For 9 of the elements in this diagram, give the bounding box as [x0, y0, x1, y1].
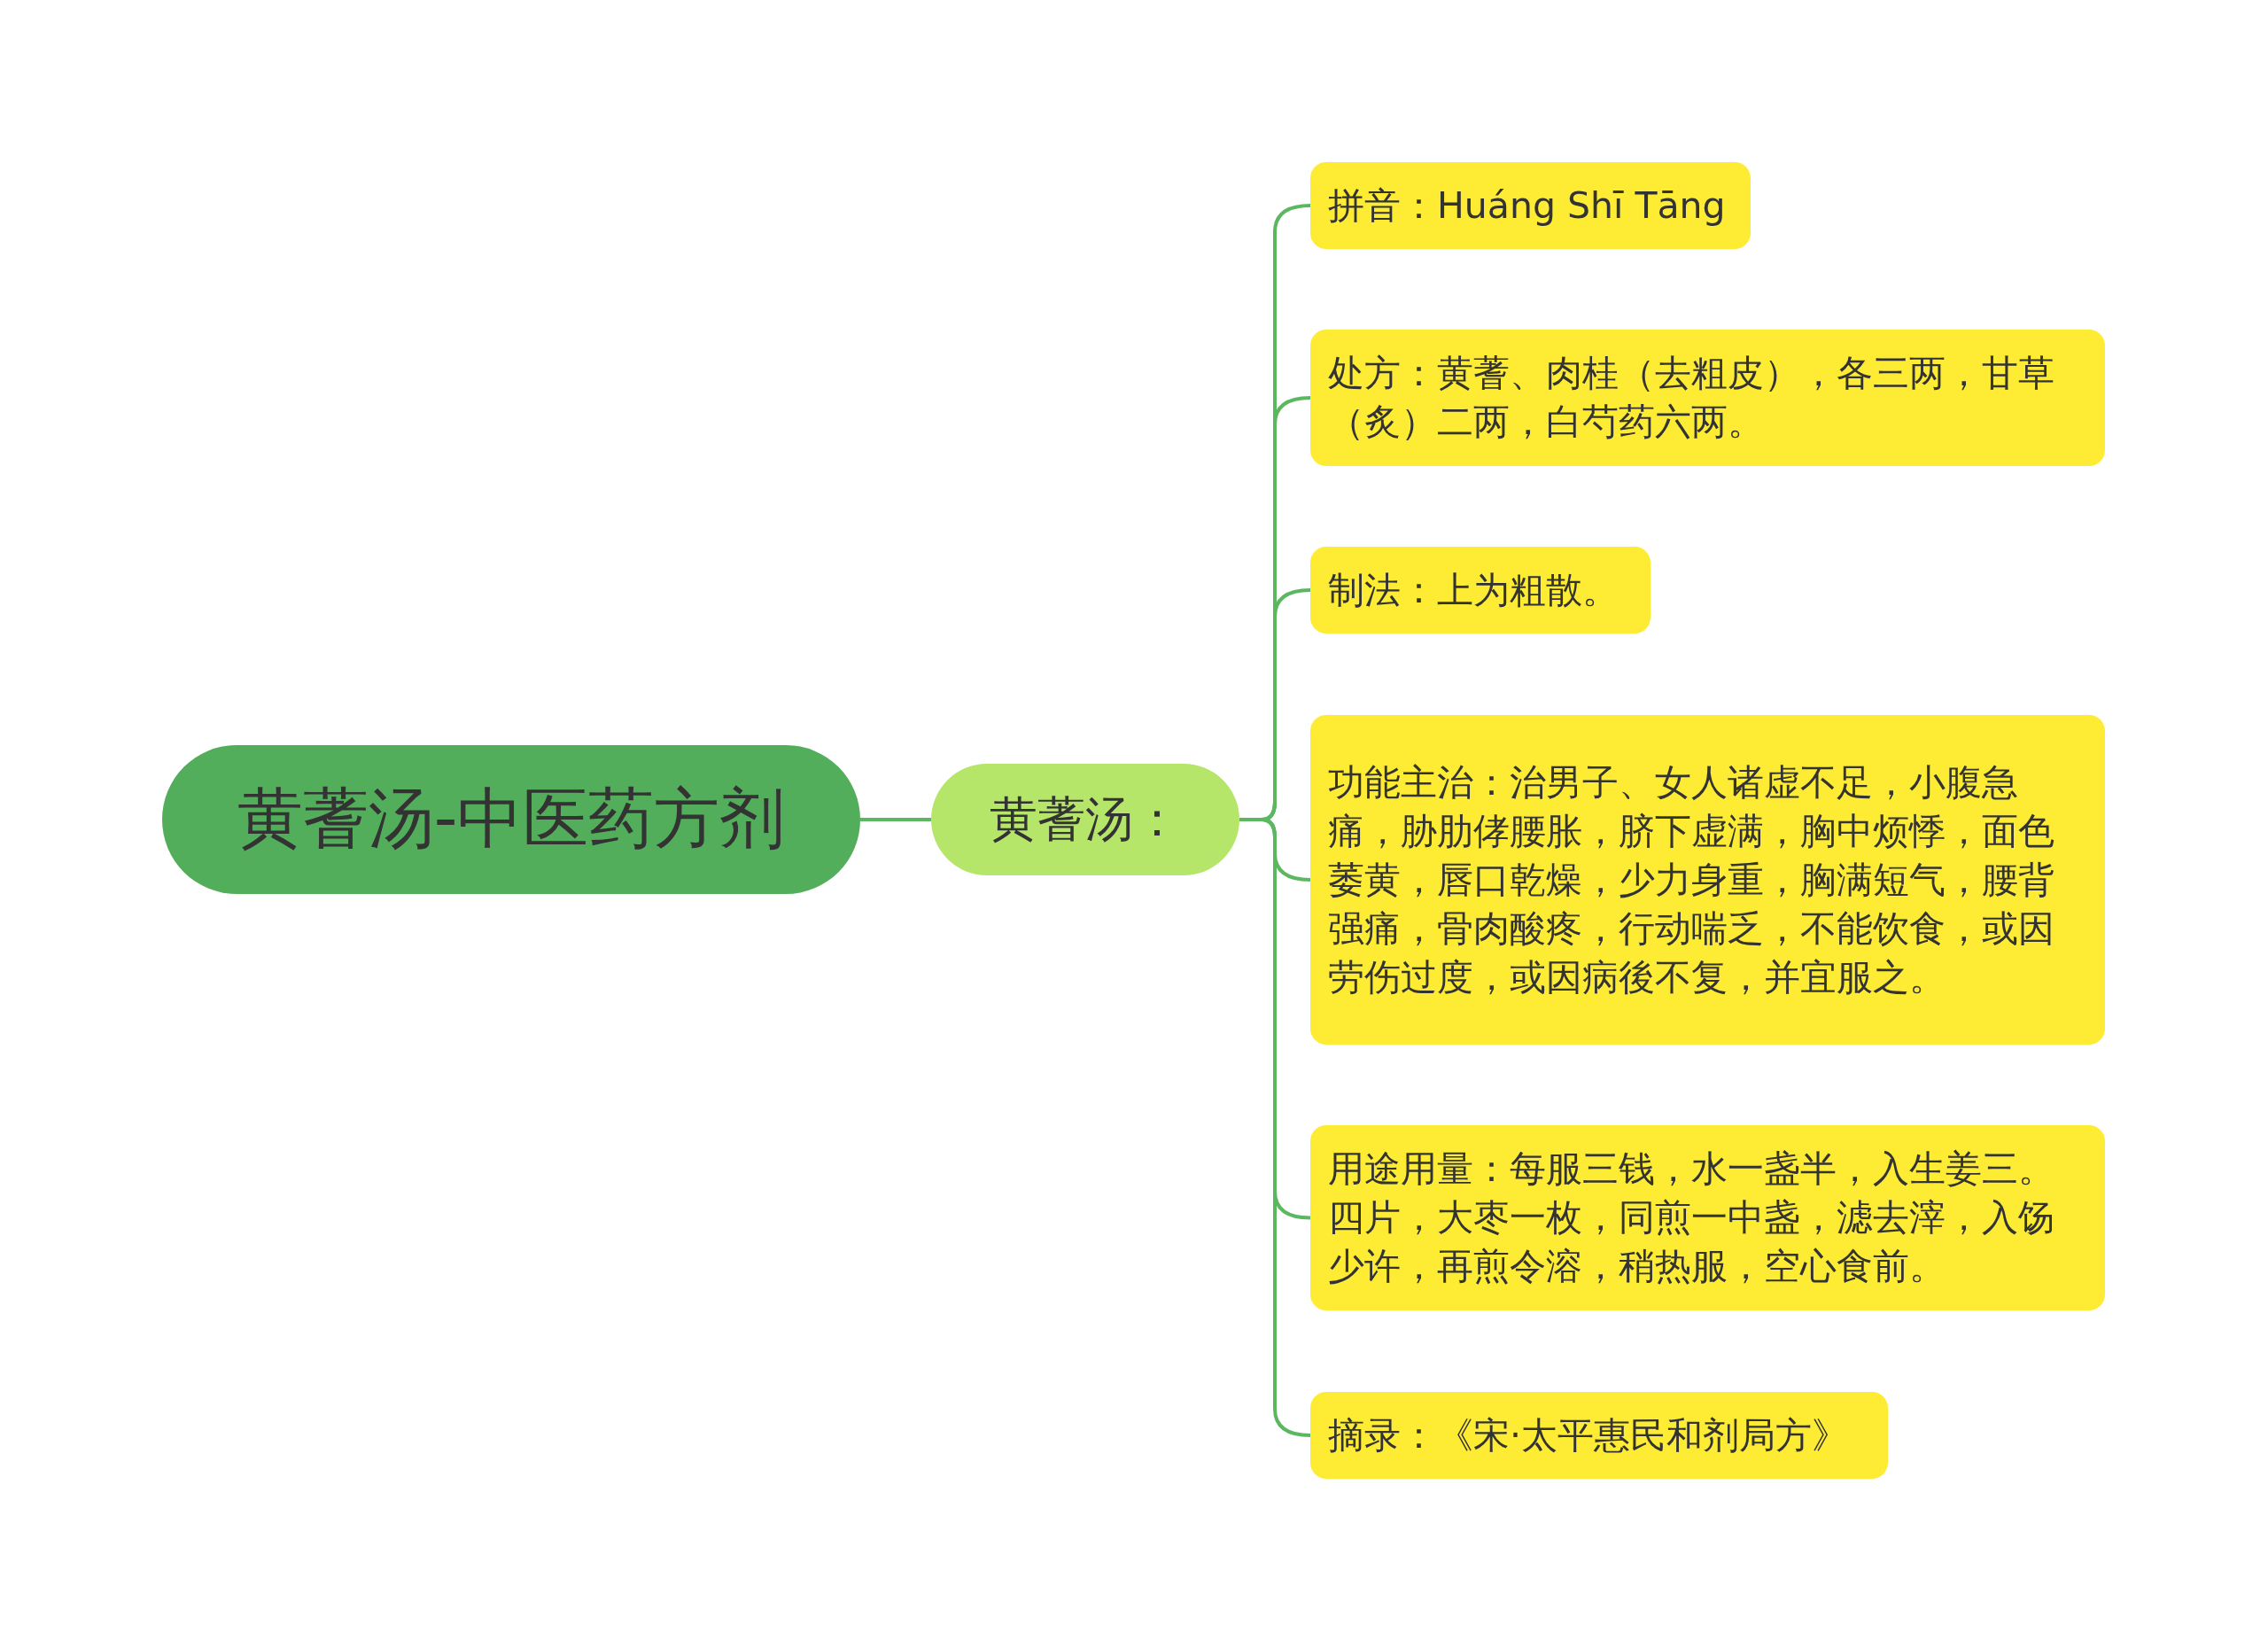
leaf-box: 摘录：《宋·太平惠民和剂局方》 [1310, 1392, 1888, 1479]
leaf-box: 制法：上为粗散。 [1310, 547, 1651, 633]
subtopic-box: 黄蓍汤： [931, 764, 1239, 875]
root-topic: 黄蓍汤-中医药方剂 [162, 745, 860, 894]
leaf-box: 拼音：Huáng Shī Tāng [1310, 162, 1751, 249]
connector-line [860, 818, 931, 821]
leaf-box: 处方：黄蓍、肉桂（去粗皮），各三两，甘草（炙）二两，白芍药六两。 [1310, 330, 2105, 466]
leaf-box: 用途用量：每服三钱，水一盏半，入生姜三。四片，大枣一枚，同煎一中盏，滤去滓，入饧少许，再煎令溶，稍热服，空心食前。 [1310, 1125, 2105, 1310]
leaf-box: 功能主治：治男子、女人诸虚不足，小腹急痛，胁肋侾腰胀，脐下虚满，胸中烦悸，面色萎黄，唇口乾燥，少力身重，胸满短气，腰背强痛，骨肉酸疼，行动喘乏，不能饮食，或因劳伤过度，或因病後不复，并宜服之。 [1310, 715, 2105, 1045]
